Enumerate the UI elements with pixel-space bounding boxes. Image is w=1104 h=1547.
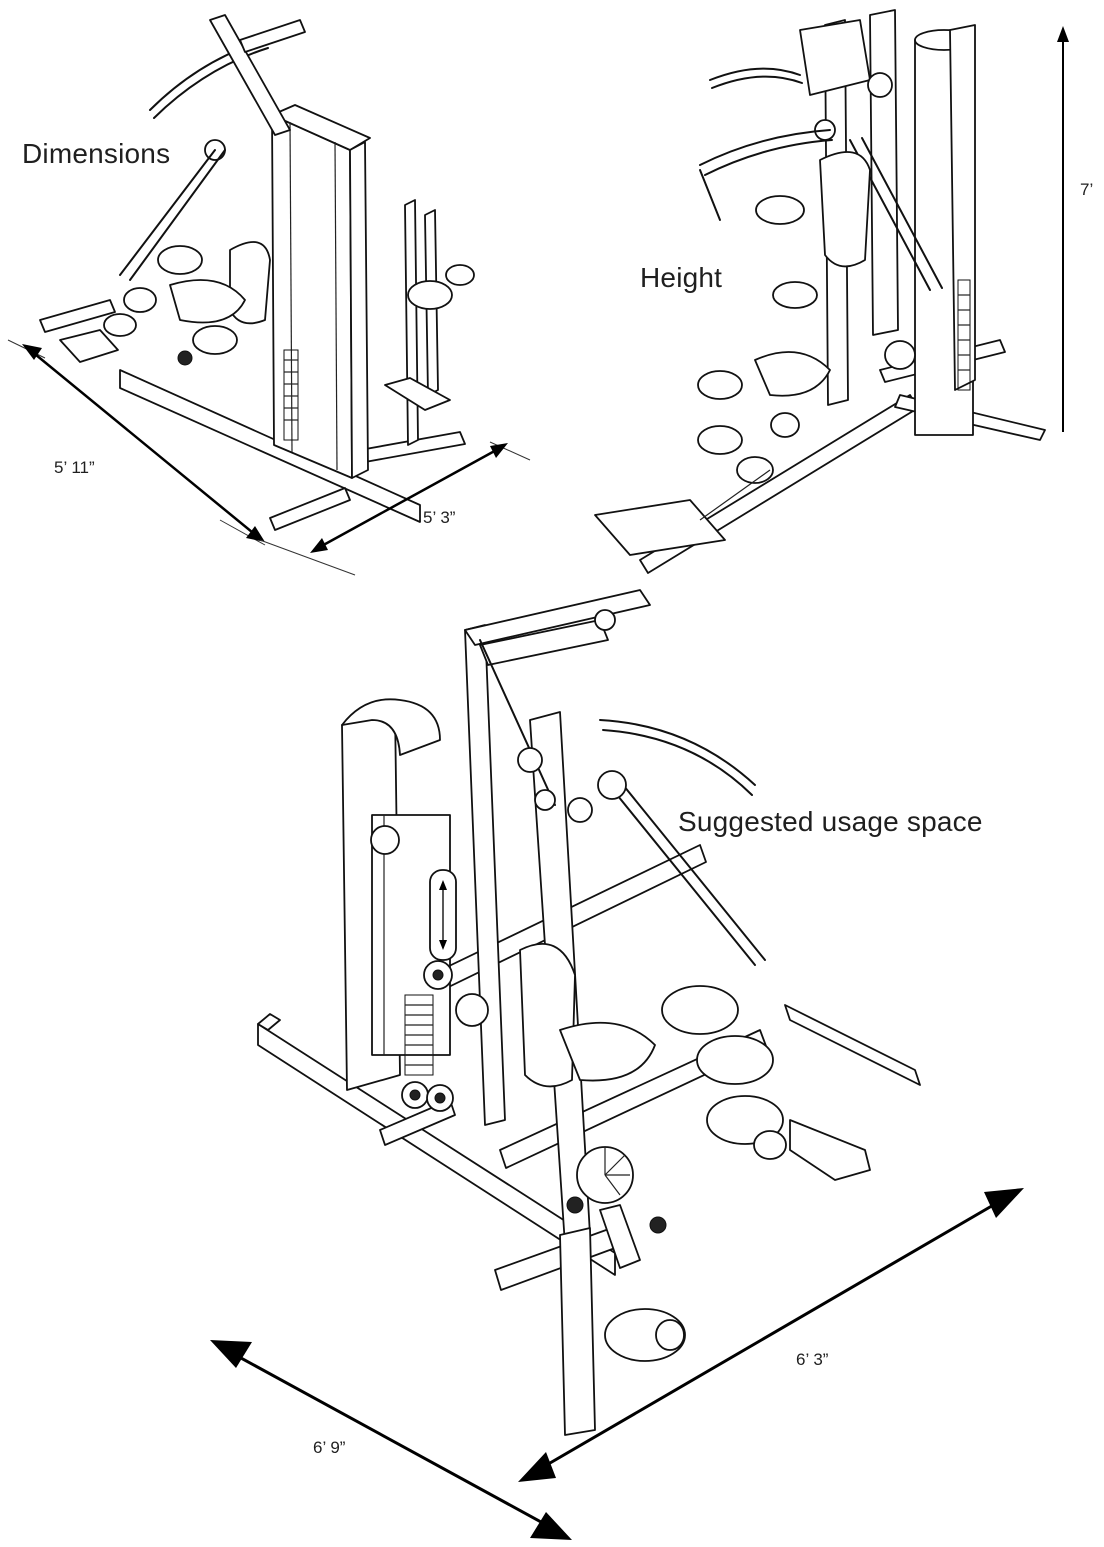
footprint-length-arrow	[7, 339, 266, 546]
usage-space-label: Suggested usage space	[678, 806, 983, 837]
machine-illustration-usage	[257, 589, 921, 1436]
machine-illustration-height	[594, 9, 1046, 574]
footprint-length-value: 5’ 11”	[54, 458, 95, 477]
height-label: Height	[640, 262, 723, 293]
usage-width-arrow	[518, 1188, 1024, 1482]
usage-length-value: 6’ 9”	[313, 1438, 346, 1457]
footprint-width-value: 5’ 3”	[423, 508, 456, 527]
height-arrow	[1057, 26, 1069, 432]
height-value: 7’	[1080, 180, 1094, 199]
footprint-width-arrow	[259, 441, 531, 576]
usage-length-arrow	[210, 1340, 572, 1540]
machine-illustration-footprint	[39, 14, 475, 531]
dimensions-label: Dimensions	[22, 138, 171, 169]
usage-width-value: 6’ 3”	[796, 1350, 829, 1369]
